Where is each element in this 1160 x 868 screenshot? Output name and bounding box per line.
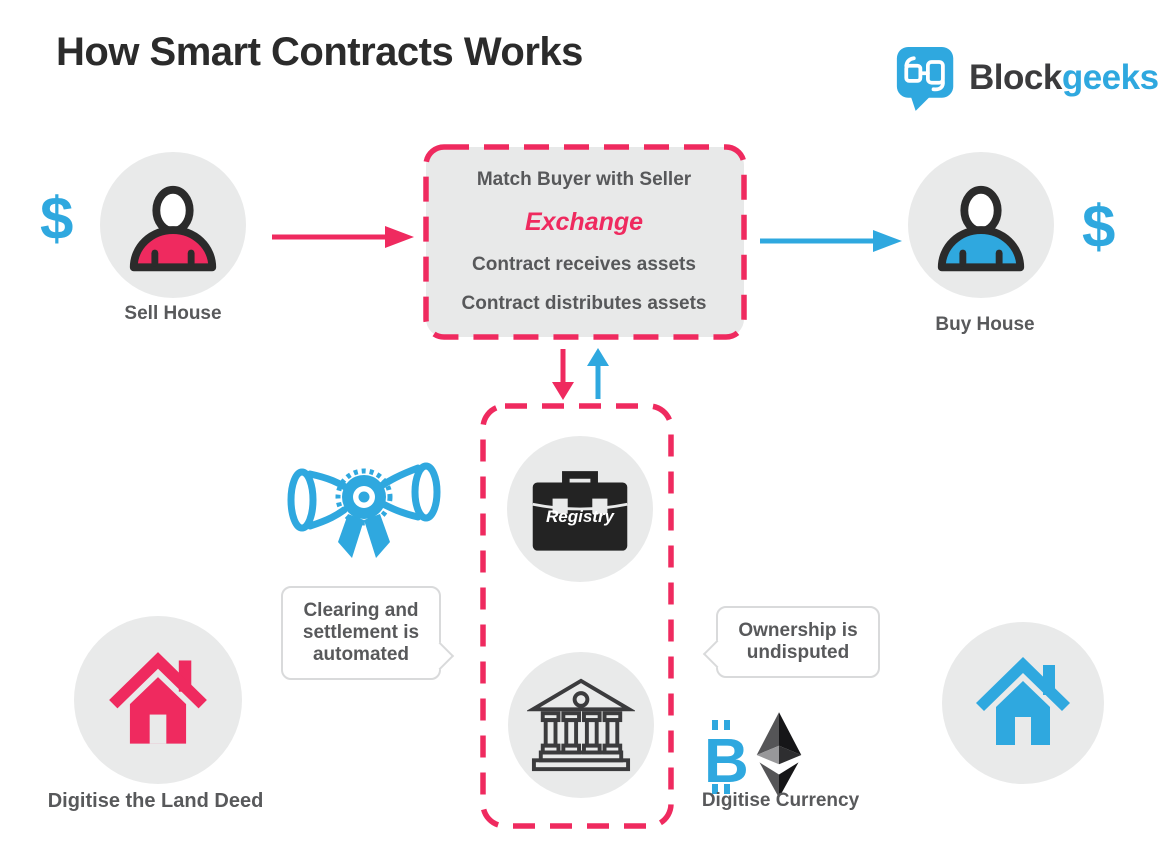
blockgeeks-logo: Blockgeeks <box>895 44 1159 112</box>
buy-house-node <box>942 622 1104 784</box>
arrow-up-blue-icon <box>587 348 609 399</box>
seller-avatar <box>100 152 246 298</box>
person-icon <box>937 185 1025 272</box>
blockgeeks-speech-bubble-icon <box>896 47 954 111</box>
ownership-speech-bubble: Ownership is undisputed <box>716 606 880 678</box>
house-icon <box>976 657 1070 745</box>
registry-label: Registry <box>545 507 615 526</box>
logo-text-geeks: geeks <box>1061 58 1159 97</box>
bank-building-icon <box>527 678 635 772</box>
seller-label: Sell House <box>124 303 222 324</box>
exchange-line-receives: Contract receives assets <box>472 254 696 275</box>
registry-briefcase-icon: Registry <box>528 461 632 557</box>
exchange-line-match: Match Buyer with Seller <box>476 169 692 190</box>
blockgeeks-wordmark: Blockgeeks <box>969 58 1159 98</box>
page-title: How Smart Contracts Works <box>56 30 583 74</box>
bank-node <box>508 652 654 798</box>
arrow-right-blue-icon <box>760 230 902 252</box>
bitcoin-glyph: B <box>704 727 748 794</box>
ownership-bubble-text: Ownership is undisputed <box>738 620 858 663</box>
dollar-icon: $ <box>40 185 74 252</box>
exchange-line-distributes: Contract distributes assets <box>461 293 707 314</box>
exchange-highlight: Exchange <box>524 208 644 236</box>
arrow-down-pink-icon <box>552 349 574 400</box>
land-deed-node <box>74 616 242 784</box>
exchange-box-content: Match Buyer with Seller Exchange Contrac… <box>425 146 743 338</box>
person-icon <box>129 185 217 272</box>
clearing-bubble-text: Clearing and settlement is automated <box>302 600 420 665</box>
dollar-icon: $ <box>1082 193 1116 260</box>
land-deed-label: Digitise the Land Deed <box>47 790 264 812</box>
currency-label: Digitise Currency <box>701 790 860 811</box>
buyer-avatar <box>908 152 1054 298</box>
registry-node: Registry <box>507 436 653 582</box>
bitcoin-icon: B <box>704 720 748 794</box>
clearing-speech-bubble: Clearing and settlement is automated <box>281 586 441 680</box>
arrow-right-pink-icon <box>272 226 414 248</box>
buyer-label: Buy House <box>935 314 1035 335</box>
house-icon <box>109 652 207 744</box>
ethereum-icon <box>756 712 802 798</box>
diploma-ribbon-icon <box>287 462 441 558</box>
logo-text-block: Block <box>969 58 1062 97</box>
exchange-dashed-box <box>423 144 747 340</box>
